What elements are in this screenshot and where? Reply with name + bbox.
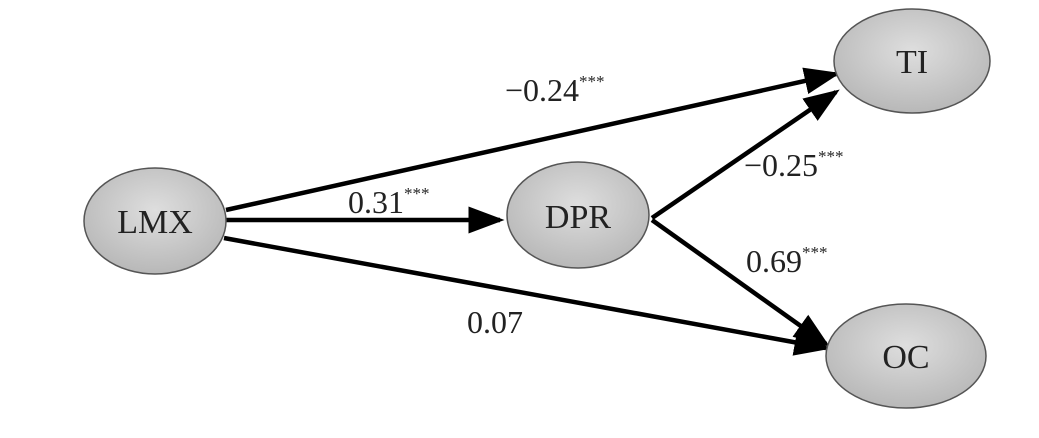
node-dpr-label: DPR: [545, 199, 611, 236]
node-dpr: DPR: [506, 161, 650, 269]
edge-lmx-oc: [223, 235, 831, 356]
coef-lmx-dpr: 0.31***: [348, 184, 430, 220]
node-ti: TI: [833, 8, 991, 114]
coef-dpr-oc: 0.69***: [746, 243, 828, 279]
coef-lmx-ti: −0.24***: [505, 72, 605, 108]
coef-dpr-ti: −0.25***: [744, 147, 844, 183]
node-lmx-label: LMX: [117, 204, 193, 241]
node-oc-label: OC: [882, 339, 929, 376]
node-oc: OC: [825, 303, 987, 409]
node-ti-label: TI: [896, 44, 928, 81]
coef-lmx-oc: 0.07: [467, 304, 523, 340]
node-lmx: LMX: [83, 167, 227, 275]
edge-dpr-ti: [650, 89, 840, 220]
edge-dpr-oc: [650, 218, 830, 347]
edge-lmx-ti: [225, 67, 841, 213]
